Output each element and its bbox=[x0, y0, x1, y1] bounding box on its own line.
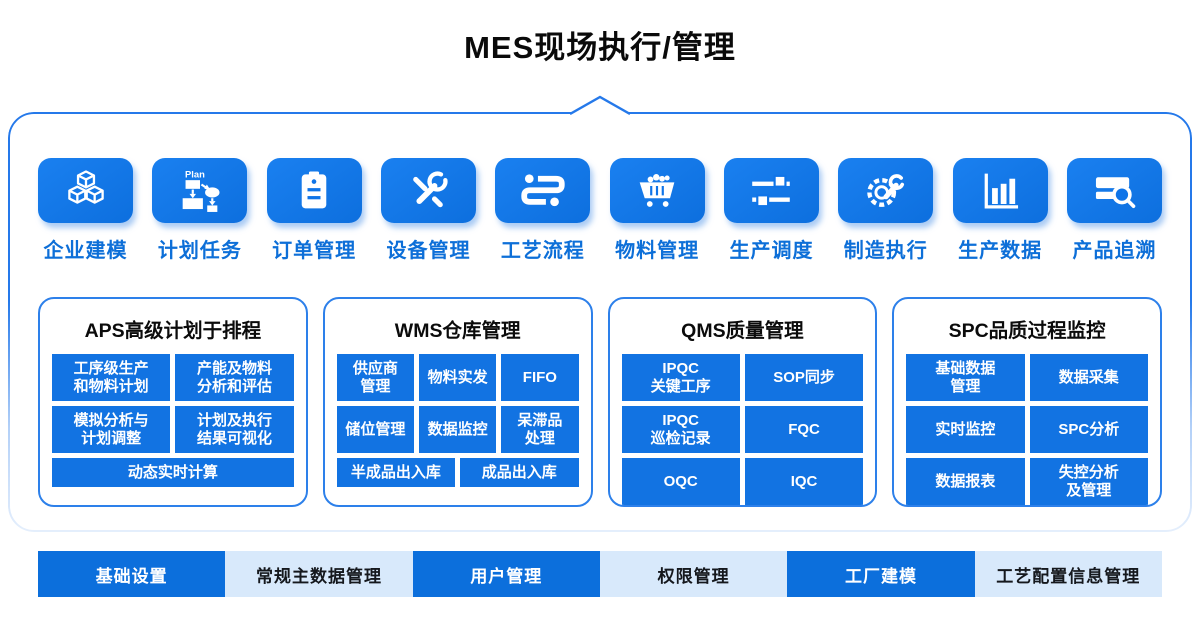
module-tile bbox=[495, 158, 591, 223]
bottom-bar: 基础设置常规主数据管理用户管理权限管理工厂建模工艺配置信息管理 bbox=[38, 551, 1162, 597]
grid-cell: FQC bbox=[744, 406, 864, 453]
cart-icon bbox=[639, 173, 675, 207]
module-tile bbox=[609, 158, 705, 223]
module-label: 订单管理 bbox=[272, 240, 357, 262]
module-tile bbox=[838, 158, 934, 223]
grid-cell: OQC bbox=[621, 458, 740, 505]
module-tile bbox=[266, 158, 362, 223]
grid-cell: 物料实发 bbox=[419, 354, 497, 401]
grid-cell: FIFO bbox=[501, 354, 579, 401]
module-label: 工艺流程 bbox=[500, 240, 585, 262]
bar-segment: 权限管理 bbox=[599, 551, 788, 597]
module-label: 计划任务 bbox=[157, 240, 242, 262]
module-tile bbox=[952, 158, 1048, 223]
grid-cell: 供应商 管理 bbox=[336, 354, 414, 401]
module-tile bbox=[723, 158, 819, 223]
module-label: 生产数据 bbox=[958, 240, 1043, 262]
module-tile-group: 生产数据 bbox=[952, 158, 1048, 263]
panel-row: APS高级计划于排程 工序级生产 和物料计划产能及物料 分析和评估模拟分析与 计… bbox=[38, 297, 1162, 507]
svg-text:Plan: Plan bbox=[185, 169, 205, 179]
module-tile-group: 企业建模 bbox=[38, 158, 133, 263]
bar-segment: 基础设置 bbox=[38, 551, 226, 597]
module-tile-group: 生产调度 bbox=[723, 158, 819, 263]
module-label: 产品追溯 bbox=[1072, 240, 1157, 262]
grid-cell: 计划及执行 结果可视化 bbox=[175, 406, 294, 453]
panel: APS高级计划于排程 工序级生产 和物料计划产能及物料 分析和评估模拟分析与 计… bbox=[38, 297, 308, 507]
grid-cell: 数据采集 bbox=[1029, 354, 1148, 401]
module-row: 企业建模 Plan 计划任务 订单管理 设备管理 工艺流程 物料管理 生产调度 … bbox=[38, 158, 1162, 263]
page-title: MES现场执行/管理 bbox=[464, 30, 736, 65]
module-tile-group: 订单管理 bbox=[266, 158, 362, 263]
grid-cell: 储位管理 bbox=[336, 406, 414, 453]
bar-segment: 工艺配置信息管理 bbox=[974, 551, 1162, 597]
grid-cell: IQC bbox=[744, 458, 864, 505]
search-trace-icon bbox=[1096, 176, 1136, 208]
module-label: 制造执行 bbox=[843, 240, 928, 262]
process-flow-icon bbox=[521, 173, 565, 206]
panel-grid: 工序级生产 和物料计划产能及物料 分析和评估模拟分析与 计划调整计划及执行 结果… bbox=[52, 354, 294, 487]
grid-cell: 实时监控 bbox=[906, 406, 1025, 453]
tools-icon bbox=[413, 170, 449, 207]
module-label: 生产调度 bbox=[729, 240, 814, 262]
module-tile bbox=[38, 158, 133, 223]
sliders-icon bbox=[752, 174, 791, 207]
module-tile: Plan bbox=[152, 158, 248, 223]
grid-cell: 失控分析 及管理 bbox=[1029, 458, 1148, 505]
panel-title: WMS仓库管理 bbox=[394, 320, 521, 342]
module-tile-group: Plan 计划任务 bbox=[152, 158, 248, 263]
grid-cell: SPC分析 bbox=[1029, 406, 1148, 453]
module-tile-group: 工艺流程 bbox=[495, 158, 591, 263]
bar-segment: 用户管理 bbox=[412, 551, 600, 597]
module-tile-group: 物料管理 bbox=[609, 158, 705, 263]
grid-cell: 工序级生产 和物料计划 bbox=[52, 354, 171, 401]
grid-cell: 模拟分析与 计划调整 bbox=[52, 406, 171, 453]
grid-cell: IPQC 关键工序 bbox=[621, 354, 740, 401]
grid-cell: 基础数据 管理 bbox=[906, 354, 1025, 401]
plan-flowchart-icon: Plan bbox=[182, 169, 220, 212]
cubes-3d-icon bbox=[67, 169, 104, 204]
module-label: 物料管理 bbox=[615, 240, 700, 262]
module-tile-group: 制造执行 bbox=[838, 158, 934, 263]
grid-cell: 半成品出入库 bbox=[336, 458, 456, 487]
grid-cell: IPQC 巡检记录 bbox=[621, 406, 740, 453]
brace-peak-icon bbox=[570, 95, 630, 115]
module-tile-group: 产品追溯 bbox=[1066, 158, 1162, 263]
module-tile-group: 设备管理 bbox=[380, 158, 476, 263]
module-label: 企业建模 bbox=[43, 240, 128, 262]
bar-segment: 常规主数据管理 bbox=[225, 551, 413, 597]
grid-cell: SOP同步 bbox=[744, 354, 864, 401]
panel-title: QMS质量管理 bbox=[681, 320, 804, 342]
module-tile bbox=[380, 158, 476, 223]
panel-title: SPC品质过程监控 bbox=[948, 320, 1106, 342]
bar-chart-icon bbox=[984, 173, 1019, 209]
grid-cell: 呆滞品 处理 bbox=[501, 406, 579, 453]
panel-title: APS高级计划于排程 bbox=[84, 320, 262, 342]
gear-wrench-icon bbox=[867, 173, 904, 207]
grid-cell: 产能及物料 分析和评估 bbox=[175, 354, 294, 401]
bar-segment: 工厂建模 bbox=[787, 551, 975, 597]
module-tile bbox=[1066, 158, 1162, 223]
grid-cell: 数据监控 bbox=[419, 406, 497, 453]
clipboard-icon bbox=[301, 171, 327, 208]
grid-cell: 动态实时计算 bbox=[52, 458, 294, 487]
grid-cell: 成品出入库 bbox=[460, 458, 579, 487]
module-label: 设备管理 bbox=[386, 240, 471, 262]
grid-cell: 数据报表 bbox=[906, 458, 1025, 505]
